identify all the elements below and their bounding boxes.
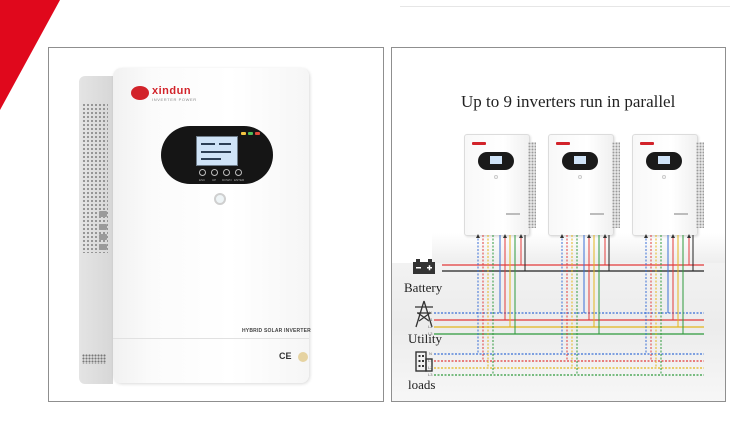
building-icon	[415, 351, 433, 372]
battery-icon	[413, 259, 435, 274]
background-floor	[392, 263, 725, 401]
ce-mark: CE	[279, 351, 292, 361]
parallel-wiring-diagram	[434, 234, 704, 376]
battery-label: Battery	[404, 280, 443, 295]
button-label: UP	[212, 178, 217, 182]
bottom-vent-grille	[82, 354, 106, 364]
product-image-panel: xindun INVERTER POWER ESC UP DOWN ENTER …	[48, 47, 384, 402]
down-button	[223, 169, 230, 176]
certification-badge-icon	[298, 352, 308, 362]
status-led-icon	[255, 132, 260, 135]
phase-tag: L1	[428, 358, 433, 363]
status-led-icon	[241, 132, 246, 135]
parallel-headline: Up to 9 inverters run in parallel	[461, 92, 676, 111]
up-button	[211, 169, 218, 176]
phase-tag: L3	[428, 331, 433, 336]
phase-tag: N	[429, 351, 432, 356]
lcd-screen	[196, 136, 238, 166]
unit-model-label	[506, 213, 520, 215]
side-port	[99, 244, 107, 250]
phase-tag: N	[429, 310, 432, 315]
side-port	[99, 211, 107, 217]
arrow-icon	[587, 234, 591, 238]
arrow-icon	[560, 234, 564, 238]
arrow-icon	[476, 234, 480, 238]
arrow-icon	[603, 234, 607, 238]
status-led-icon	[248, 132, 253, 135]
unit-model-label	[590, 213, 604, 215]
inverter-unit-vent	[528, 142, 536, 228]
button-label: DOWN	[222, 178, 232, 182]
corner-ribbon	[0, 0, 60, 110]
inverter-unit-vent	[612, 142, 620, 228]
arrow-icon	[687, 234, 691, 238]
unit-power-icon	[578, 175, 582, 179]
arrow-icon	[503, 234, 507, 238]
model-label: HYBRID SOLAR INVERTER	[242, 328, 311, 334]
unit-power-icon	[494, 175, 498, 179]
inverter-bottom-band	[113, 338, 309, 384]
unit-lcd	[490, 156, 502, 164]
button-label: ESC	[199, 178, 206, 182]
button-label: ENTER	[234, 178, 245, 182]
phase-tag: L2	[428, 324, 433, 329]
power-tower-icon	[415, 300, 433, 328]
unit-lcd	[658, 156, 670, 164]
phase-tag: L1	[428, 317, 433, 322]
inverter-body	[113, 68, 309, 383]
side-vent-grille	[82, 103, 108, 253]
phase-tag: L3	[428, 372, 433, 377]
unit-model-label	[674, 213, 688, 215]
inverter-unit-vent	[696, 142, 704, 228]
unit-power-icon	[662, 175, 666, 179]
unit-logo-icon	[472, 142, 486, 145]
inverter-unit	[464, 134, 530, 236]
arrow-icon	[671, 234, 675, 238]
top-divider-line	[400, 6, 730, 7]
side-port	[99, 234, 107, 240]
parallel-diagram-panel: Up to 9 inverters run in parallel	[391, 47, 726, 402]
brand-logo-icon	[131, 86, 149, 100]
inverter-unit	[548, 134, 614, 236]
arrow-icon	[519, 234, 523, 238]
unit-logo-icon	[556, 142, 570, 145]
enter-button	[235, 169, 242, 176]
unit-lcd	[574, 156, 586, 164]
power-button-icon	[214, 193, 226, 205]
loads-label: loads	[408, 377, 436, 392]
esc-button	[199, 169, 206, 176]
utility-label: Utility	[408, 331, 442, 346]
brand-name: xindun	[152, 85, 192, 97]
arrow-icon	[644, 234, 648, 238]
phase-tag: L2	[428, 365, 433, 370]
side-port	[99, 224, 107, 230]
brand-subtitle: INVERTER POWER	[152, 97, 197, 102]
unit-logo-icon	[640, 142, 654, 145]
